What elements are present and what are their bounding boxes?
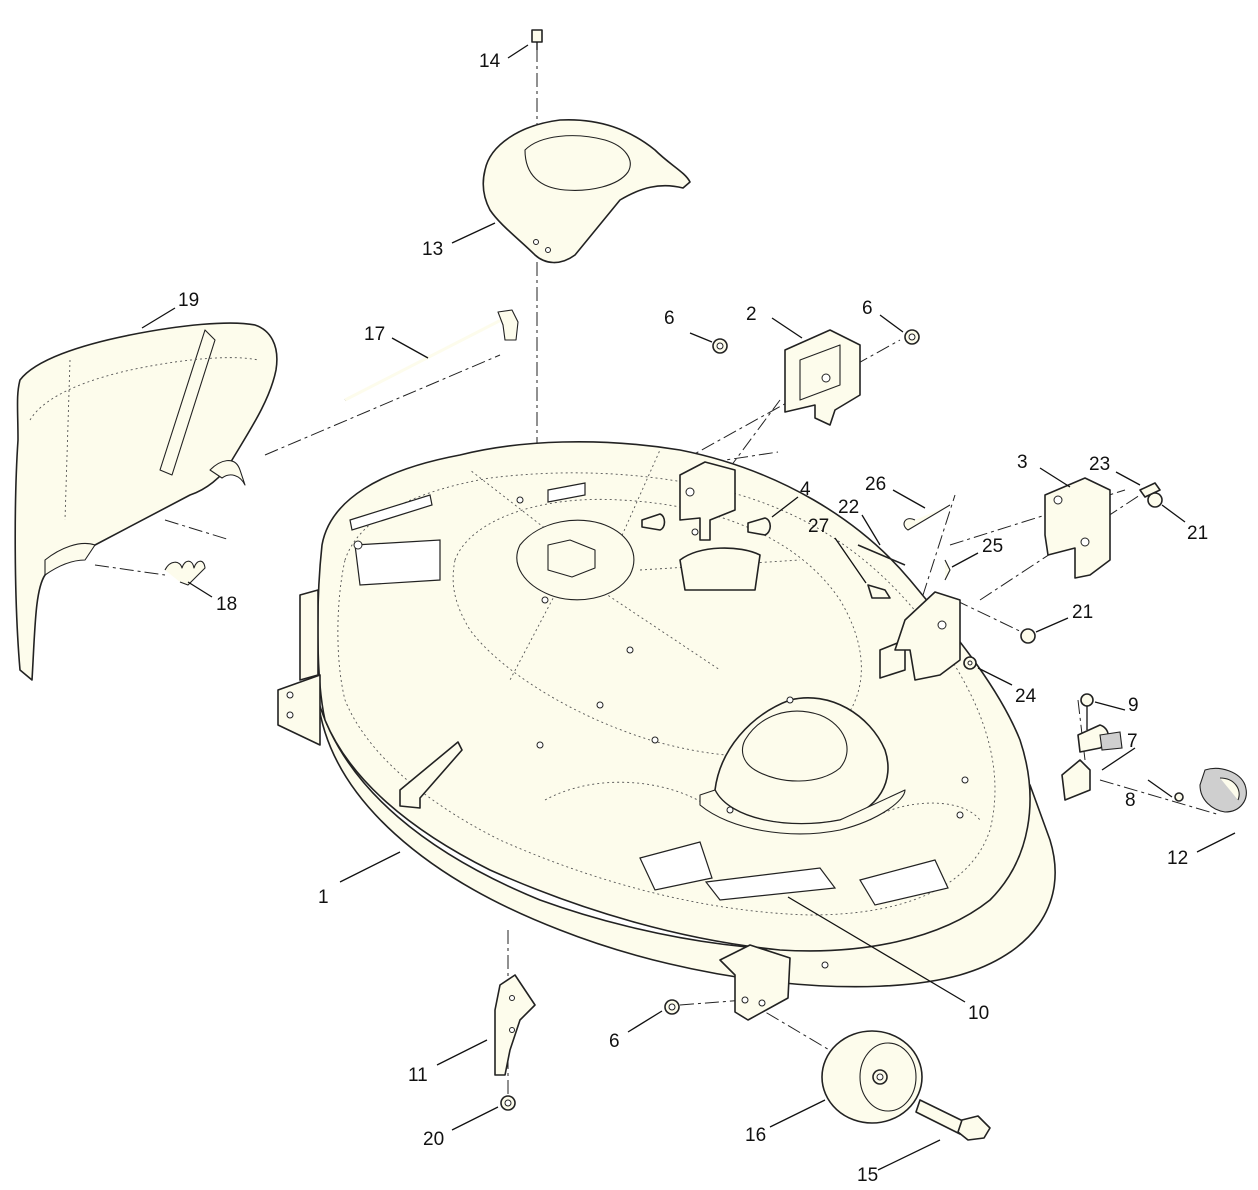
callout-11: 11 bbox=[408, 1065, 428, 1086]
callout-16: 16 bbox=[745, 1125, 766, 1146]
callout-7: 7 bbox=[1127, 731, 1138, 752]
callout-10: 10 bbox=[968, 1003, 989, 1024]
decal-d bbox=[639, 841, 713, 891]
callout-19: 19 bbox=[178, 290, 199, 311]
hardware bbox=[500, 329, 1163, 1111]
callout-6a: 6 bbox=[664, 308, 675, 329]
mounted-bracket bbox=[679, 461, 736, 541]
spindle-cover bbox=[482, 118, 691, 264]
decal-e bbox=[704, 867, 837, 901]
callout-15: 15 bbox=[857, 1165, 878, 1186]
decal-f bbox=[859, 859, 949, 906]
bracket-3 bbox=[1044, 477, 1111, 579]
adapter-assembly bbox=[1061, 693, 1247, 813]
callout-20: 20 bbox=[423, 1129, 444, 1150]
mounted-bracket-right bbox=[894, 591, 961, 681]
torsion-spring bbox=[164, 560, 206, 586]
callout-24: 24 bbox=[1015, 686, 1037, 707]
callout-6c: 6 bbox=[609, 1031, 620, 1052]
chute-rod bbox=[344, 309, 519, 402]
callout-21b: 21 bbox=[1072, 602, 1093, 623]
callout-14: 14 bbox=[479, 51, 501, 72]
screw-14 bbox=[531, 29, 543, 50]
callout-22: 22 bbox=[838, 497, 859, 518]
callout-2: 2 bbox=[746, 304, 757, 325]
callout-4: 4 bbox=[800, 479, 811, 500]
decal-a bbox=[349, 494, 433, 531]
callout-12: 12 bbox=[1167, 848, 1188, 869]
bracket-2 bbox=[784, 329, 861, 426]
callout-21a: 21 bbox=[1187, 523, 1208, 544]
callout-18: 18 bbox=[216, 594, 237, 615]
callout-9: 9 bbox=[1128, 695, 1139, 716]
decal-b bbox=[354, 539, 441, 586]
callout-labels: 1 2 3 4 6 6 6 7 8 9 10 11 12 13 14 15 16… bbox=[178, 51, 1208, 1186]
callout-17: 17 bbox=[364, 324, 385, 345]
callout-8: 8 bbox=[1125, 790, 1136, 811]
callout-1: 1 bbox=[318, 887, 329, 908]
callout-25: 25 bbox=[982, 536, 1003, 557]
baffle-bracket bbox=[494, 974, 536, 1076]
gauge-wheel bbox=[821, 1030, 923, 1124]
leader-lines bbox=[141, 44, 1236, 1171]
callout-6b: 6 bbox=[862, 298, 873, 319]
callout-23: 23 bbox=[1089, 454, 1110, 475]
callout-13: 13 bbox=[422, 239, 443, 260]
decal-c bbox=[547, 482, 586, 503]
callout-3: 3 bbox=[1017, 452, 1028, 473]
callout-27: 27 bbox=[808, 516, 829, 537]
discharge-chute bbox=[14, 322, 278, 681]
wheel-bolt bbox=[915, 1099, 991, 1141]
mower-deck bbox=[277, 441, 1056, 1021]
callout-26: 26 bbox=[865, 474, 886, 495]
